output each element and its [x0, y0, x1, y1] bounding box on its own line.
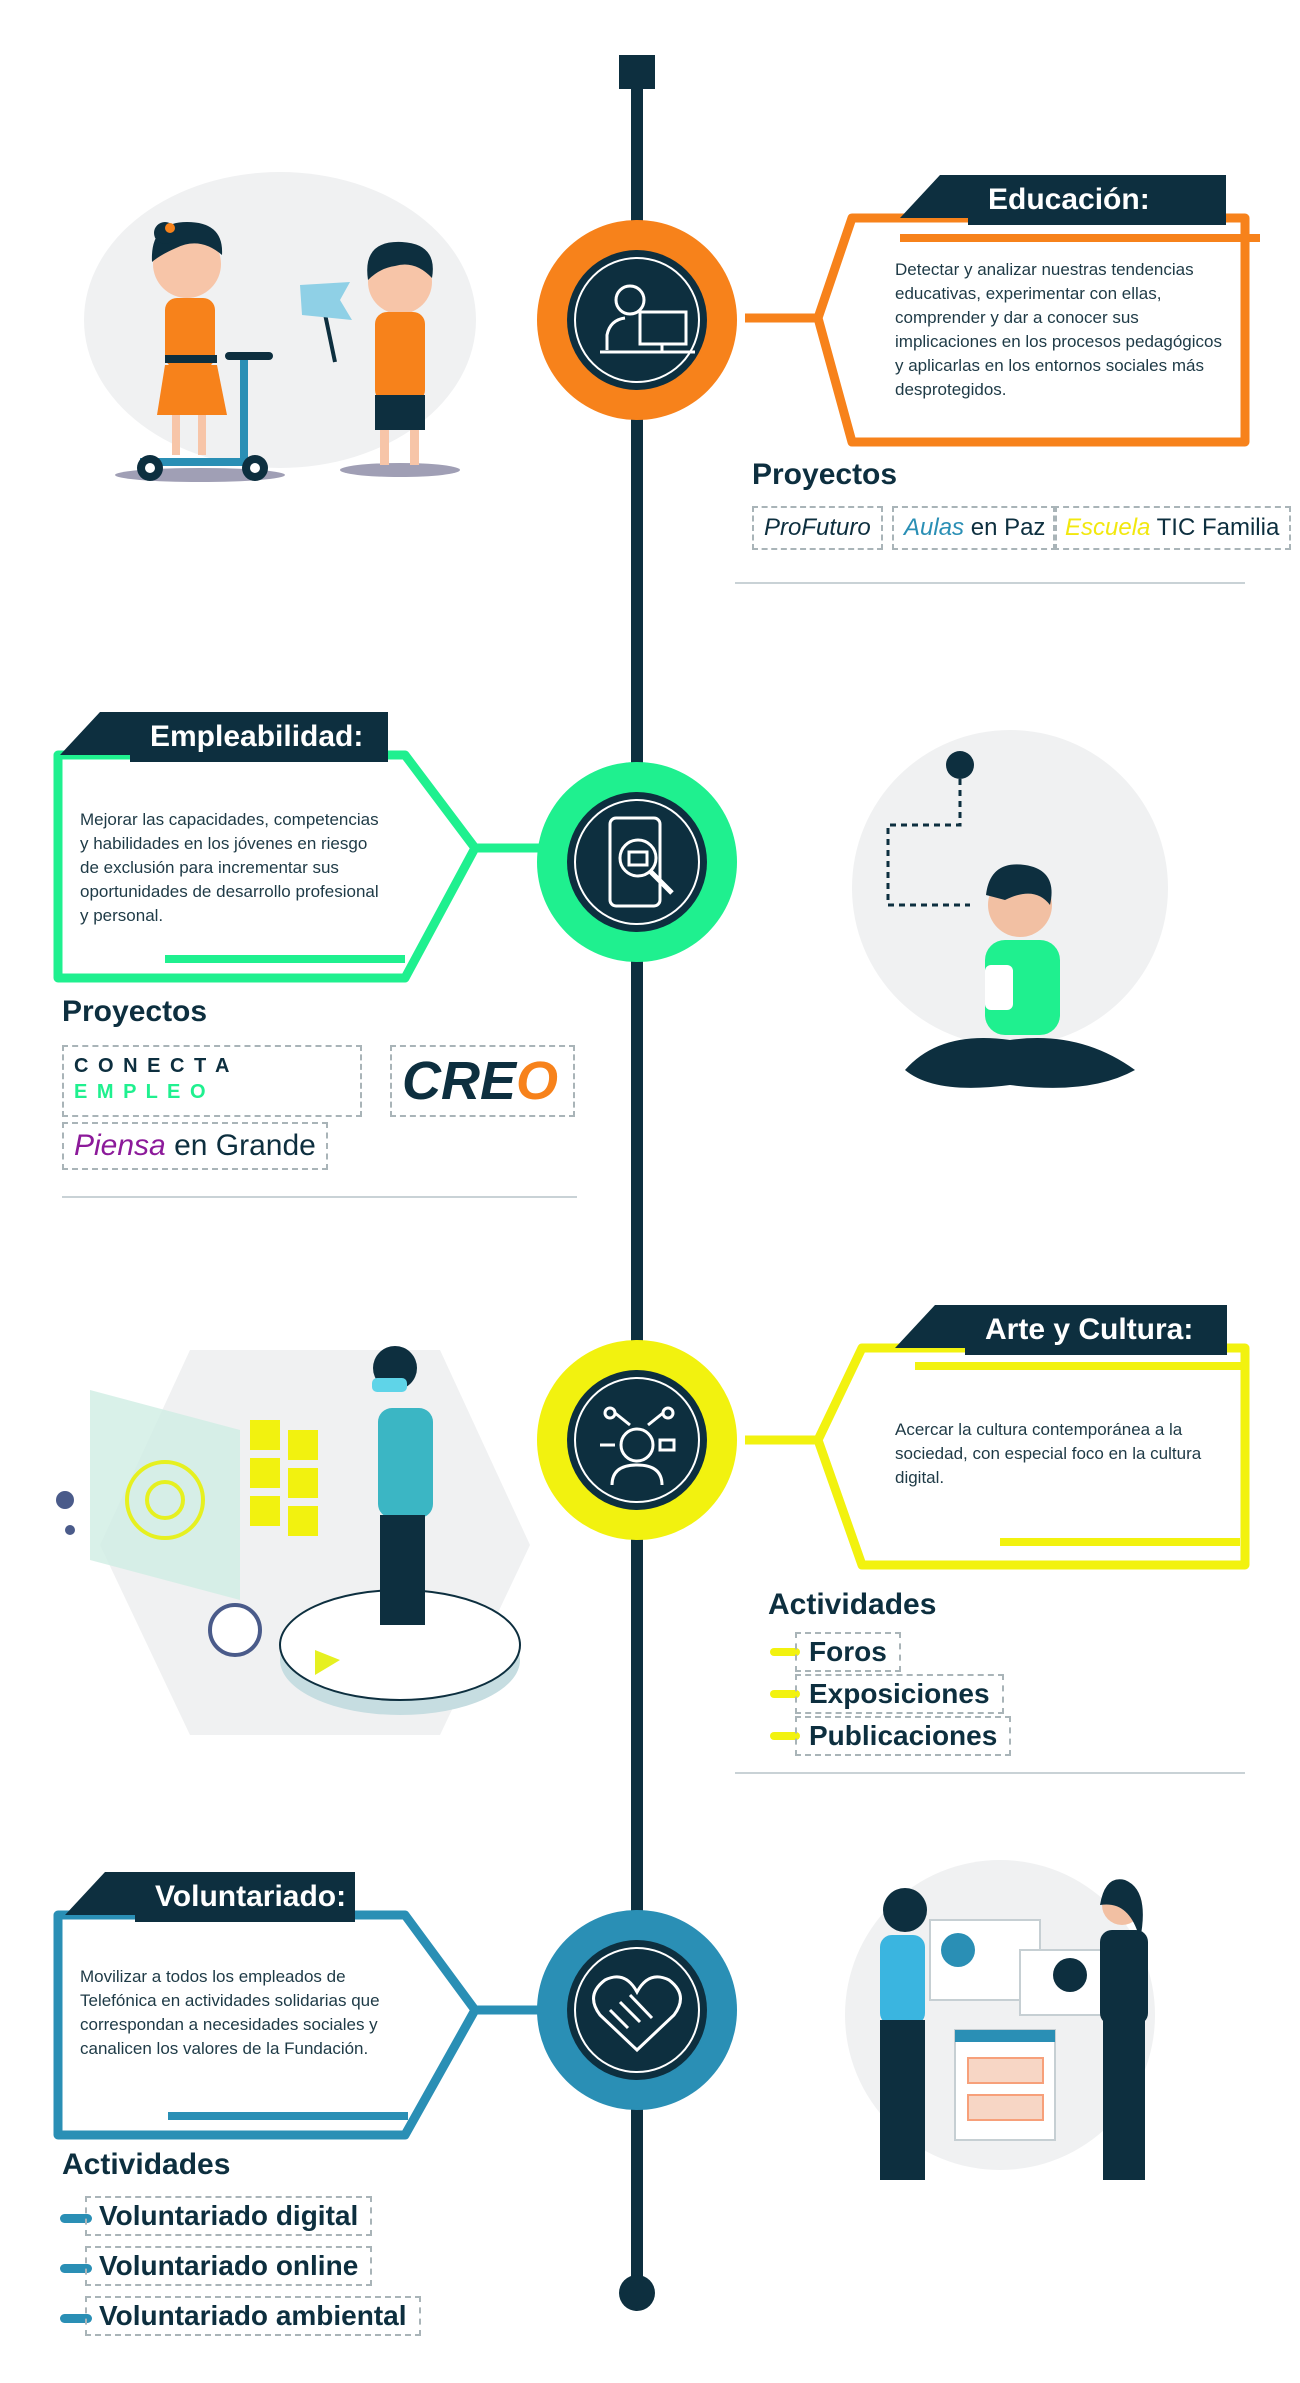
- activity-foros: Foros: [795, 1632, 901, 1672]
- bullet-voluntariado-online: [60, 2264, 92, 2273]
- education-graphics: [84, 172, 1260, 482]
- activity-voluntariado-ambiental: Voluntariado ambiental: [85, 2296, 421, 2336]
- art-culture-description: Acercar la cultura contemporánea a la so…: [895, 1420, 1202, 1487]
- employability-divider: [62, 1196, 577, 1198]
- art-culture-title: Arte y Cultura:: [985, 1313, 1194, 1346]
- logo-conecta-part1: C O N E C T A: [74, 1055, 232, 1077]
- employability-title: Empleabilidad:: [150, 720, 364, 753]
- logo-creo[interactable]: CREO: [390, 1045, 575, 1117]
- activity-exposiciones: Exposiciones: [795, 1674, 1004, 1714]
- timeline: [619, 55, 655, 2311]
- bullet-foros: [770, 1648, 800, 1656]
- handshake-heart-icon: [592, 1975, 682, 2053]
- logo-conecta-empleo[interactable]: C O N E C T A E M P L E O: [62, 1045, 362, 1117]
- volunteering-graphics: [53, 1860, 1155, 2180]
- education-projects-heading: Proyectos: [752, 458, 898, 491]
- logo-creo-part2: O: [516, 1051, 559, 1111]
- logo-escuela-part1: Escuela: [1065, 514, 1151, 541]
- timeline-end-dot: [619, 2275, 655, 2311]
- volunteering-title-tab: Voluntariado:: [135, 1872, 355, 1922]
- logo-profuturo-text: ProFuturo: [764, 514, 871, 541]
- volunteering-description: Movilizar a todos los empleados de Telef…: [80, 1967, 380, 2058]
- logo-aulas-part2: en Paz: [964, 514, 1046, 541]
- logo-creo-part1: CRE: [402, 1051, 517, 1111]
- art-culture-title-tab: Arte y Cultura:: [965, 1305, 1227, 1355]
- timeline-top-square: [619, 55, 655, 89]
- phone-job-search-icon: [608, 816, 674, 908]
- logo-aulas-en-paz[interactable]: Aulas en Paz: [892, 506, 1058, 550]
- education-title-tab: Educación:: [968, 175, 1226, 225]
- logo-escuela-part2: TIC Familia: [1150, 514, 1280, 541]
- logo-piensa-en-grande[interactable]: Piensa en Grande: [62, 1122, 328, 1170]
- bullet-voluntariado-ambiental: [60, 2314, 92, 2323]
- logo-profuturo[interactable]: ProFuturo: [752, 506, 883, 550]
- activity-voluntariado-online: Voluntariado online: [85, 2246, 373, 2286]
- logo-escuela-tic-familia[interactable]: Escuela TIC Familia: [1053, 506, 1292, 550]
- logo-piensa-part1: Piensa: [74, 1129, 166, 1162]
- volunteering-title: Voluntariado:: [155, 1880, 347, 1913]
- logo-aulas-part1: Aulas: [904, 514, 965, 541]
- art-culture-activities-heading: Actividades: [768, 1588, 937, 1621]
- employability-title-tab: Empleabilidad:: [130, 712, 388, 762]
- teacher-computer-icon: [600, 284, 695, 354]
- employability-description: Mejorar las capacidades, competencias y …: [80, 810, 379, 925]
- employability-projects-heading: Proyectos: [62, 995, 208, 1028]
- employability-graphics: [53, 712, 1168, 1088]
- bullet-voluntariado-digital: [60, 2214, 92, 2223]
- bullet-exposiciones: [770, 1690, 800, 1698]
- art-culture-graphics: [56, 1305, 1250, 1735]
- logo-conecta-part2: E M P L E O: [74, 1081, 208, 1103]
- education-divider: [735, 582, 1245, 584]
- art-culture-divider: [735, 1772, 1245, 1774]
- bullet-publicaciones: [770, 1732, 800, 1740]
- education-title: Educación:: [988, 183, 1150, 216]
- digital-person-icon: [600, 1406, 676, 1486]
- education-description: Detectar y analizar nuestras tendencias …: [895, 260, 1222, 399]
- activity-voluntariado-digital: Voluntariado digital: [85, 2196, 373, 2236]
- logo-piensa-part2: en Grande: [165, 1129, 316, 1162]
- volunteering-activities-heading: Actividades: [62, 2148, 231, 2181]
- activity-publicaciones: Publicaciones: [795, 1716, 1012, 1756]
